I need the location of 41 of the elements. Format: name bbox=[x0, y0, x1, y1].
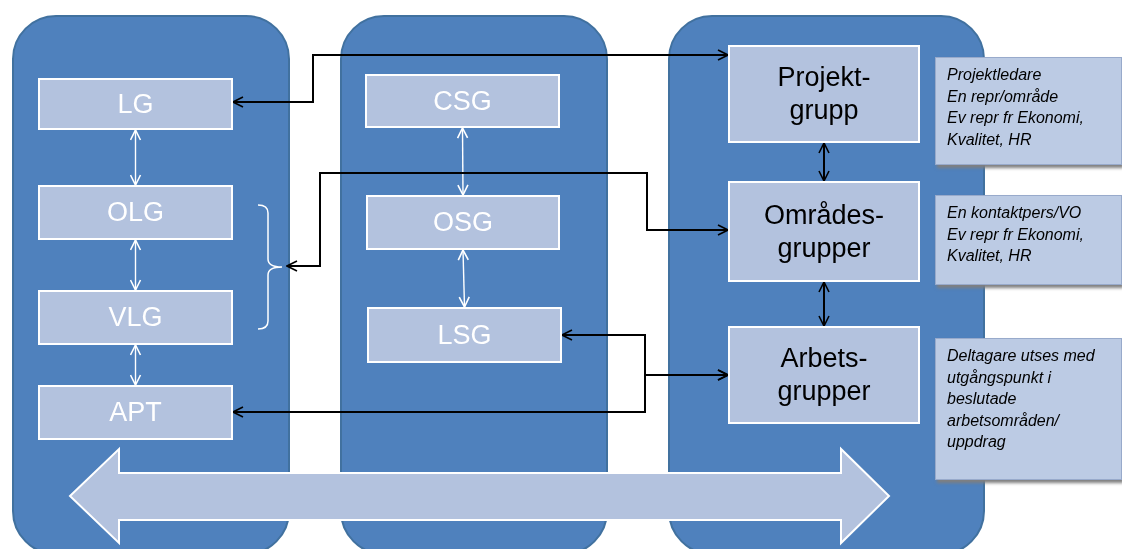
note-text: En kontaktpers/VO bbox=[947, 203, 1082, 223]
group-label: VLG bbox=[108, 301, 163, 334]
group-label: OLG bbox=[107, 196, 164, 229]
connector-arrow bbox=[286, 172, 729, 272]
group-label: Projekt- grupp bbox=[776, 61, 872, 127]
group-box bbox=[366, 195, 560, 250]
group-box bbox=[38, 78, 233, 130]
group-box bbox=[365, 74, 560, 128]
connector-arrow bbox=[232, 369, 729, 418]
group-box bbox=[728, 181, 920, 282]
connector-arrow bbox=[232, 49, 729, 108]
connector-arrow bbox=[129, 344, 142, 386]
note-text: Deltagare utses med utgångspunkt i beslutade arbetsområden/ uppdrag bbox=[947, 346, 1096, 453]
group-label: OSG bbox=[433, 206, 493, 239]
note-box bbox=[935, 338, 1122, 480]
note-text: En repr/område bbox=[947, 86, 1059, 107]
group-box bbox=[38, 385, 233, 440]
group-label: LSG bbox=[437, 318, 492, 352]
note-text: Ev repr fr Ekonomi, Kvalitet, HR bbox=[947, 108, 1085, 150]
group-label: Områdes- grupper bbox=[763, 198, 885, 265]
group-label: LG bbox=[117, 87, 154, 121]
connector-arrow bbox=[129, 239, 142, 291]
note-text: Projektledare bbox=[947, 65, 1042, 85]
column-panel bbox=[340, 15, 608, 549]
group-box bbox=[367, 307, 562, 363]
group-label: Arbets- grupper bbox=[776, 342, 872, 408]
connector-arrow bbox=[818, 142, 830, 182]
note-text: Ev repr fr Ekonomi, Kvalitet, HR bbox=[947, 224, 1085, 267]
connector-arrow bbox=[129, 129, 142, 186]
note-box bbox=[935, 195, 1122, 285]
connector-arrow bbox=[818, 281, 830, 327]
group-box bbox=[38, 290, 233, 345]
column-panel bbox=[12, 15, 290, 549]
group-label: APT bbox=[109, 396, 162, 429]
group-label: CSG bbox=[433, 84, 492, 118]
group-box bbox=[728, 326, 920, 424]
connector-arrow bbox=[456, 127, 469, 196]
group-box bbox=[728, 45, 920, 143]
note-box bbox=[935, 57, 1122, 165]
group-box bbox=[38, 185, 233, 240]
connector-arrow bbox=[457, 249, 471, 308]
